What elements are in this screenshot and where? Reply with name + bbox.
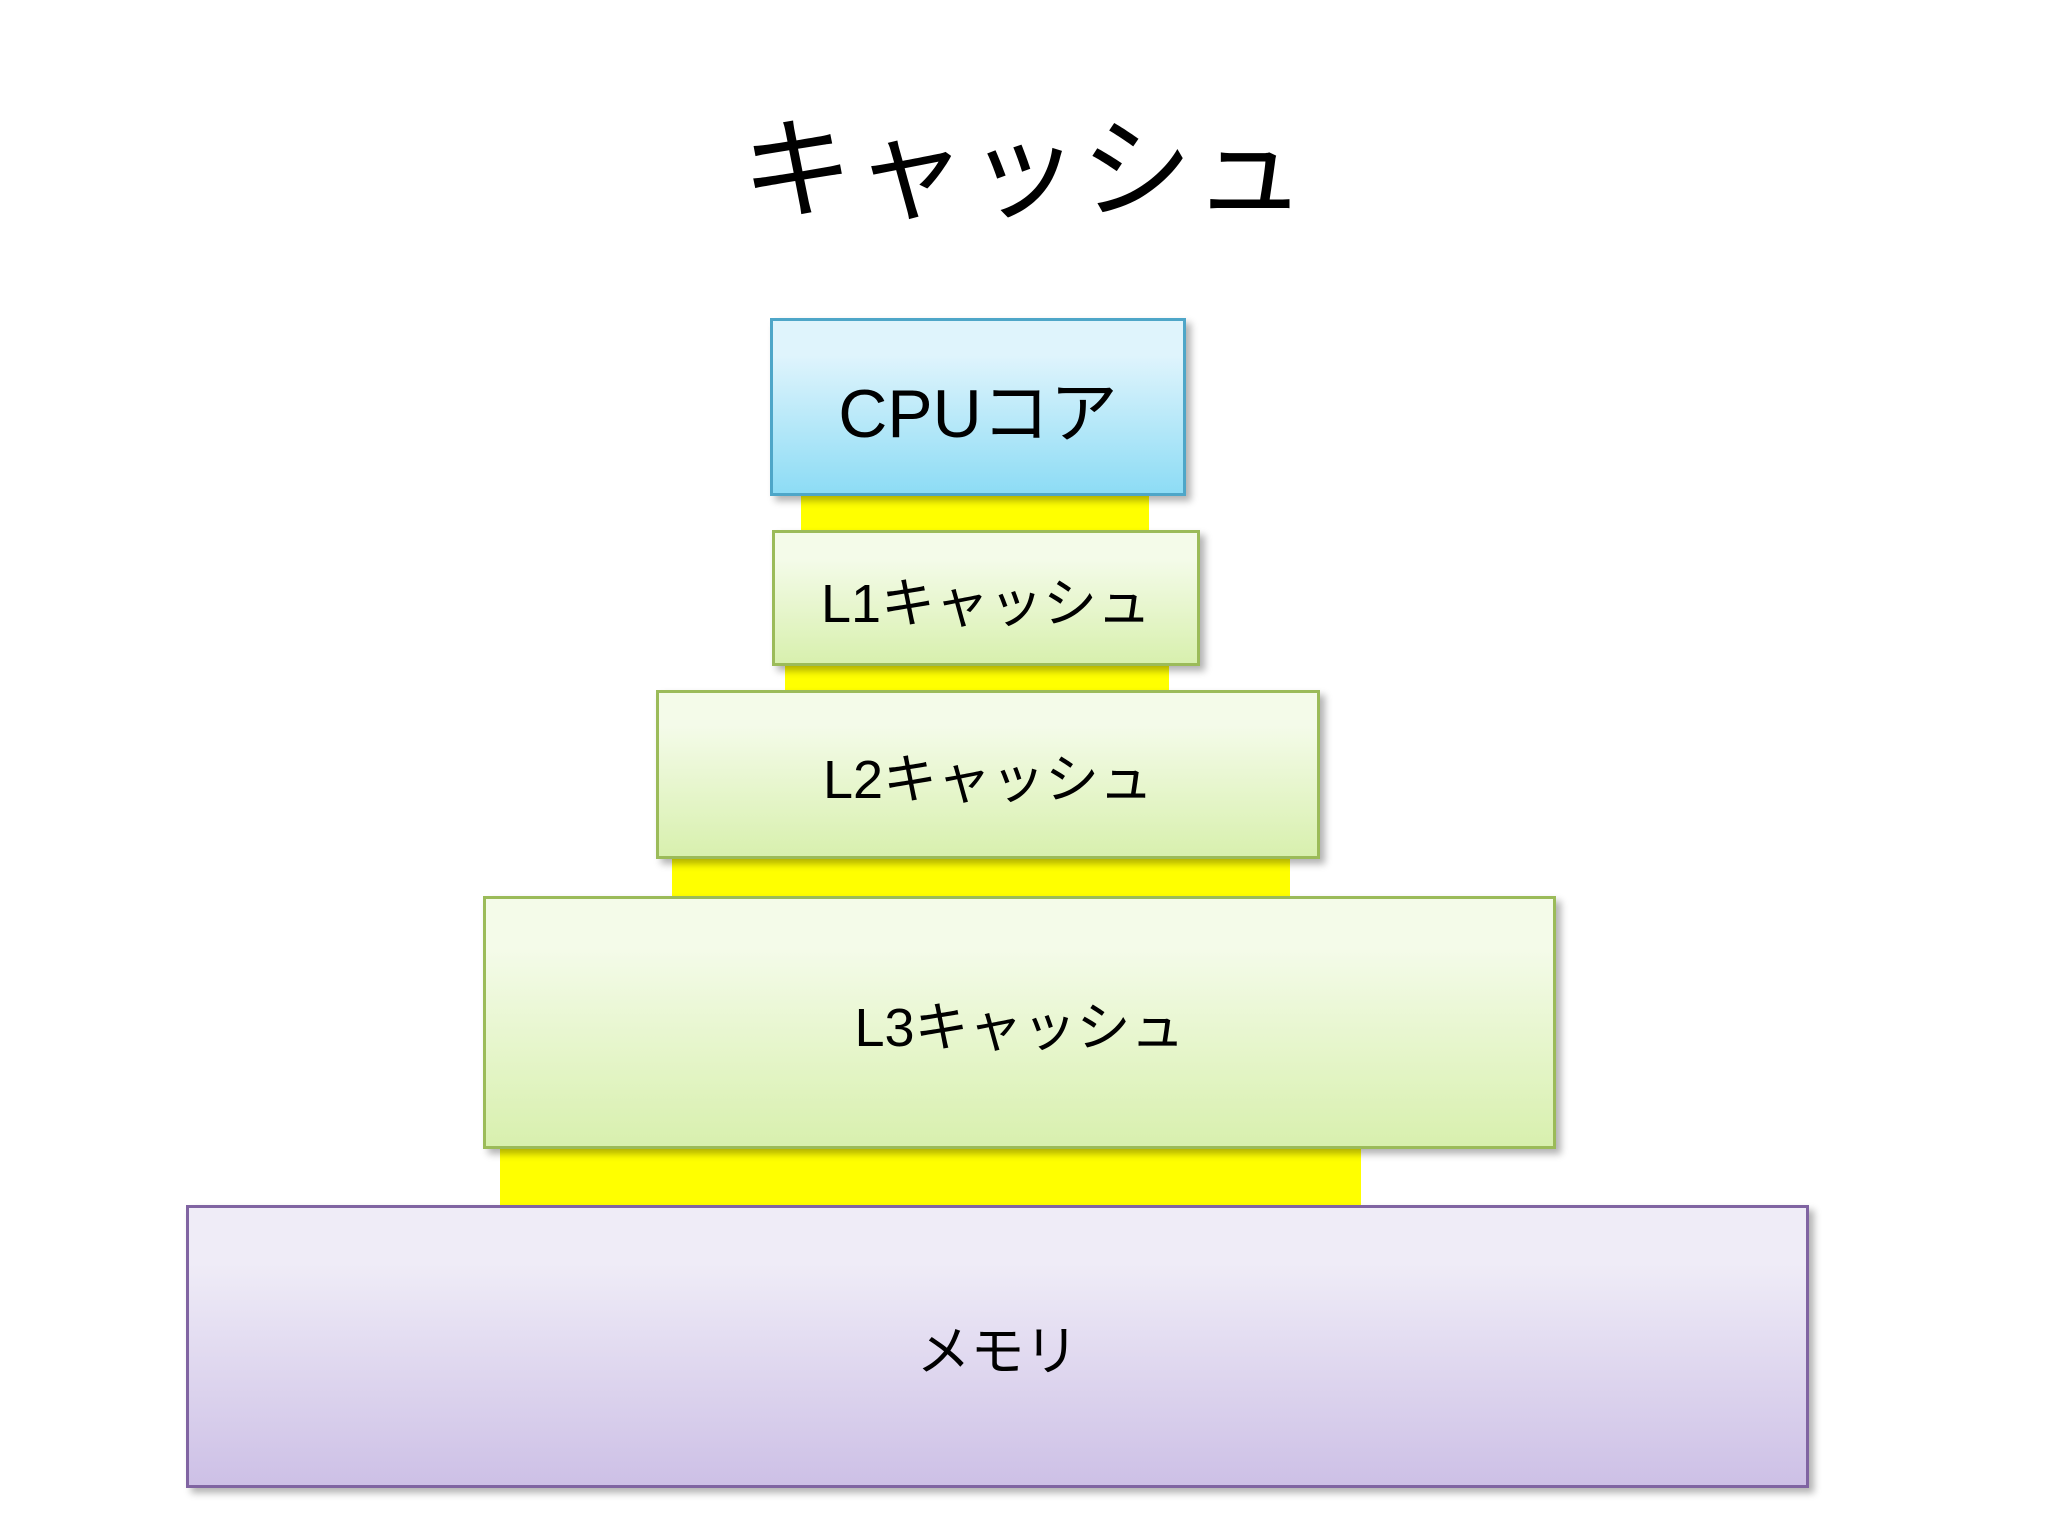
level-label-memory: メモリ [916,1322,1079,1382]
level-box-memory[interactable]: メモリ [186,1205,1809,1488]
page-title: キャッシュ [741,108,1307,233]
level-label-cpu-core: CPUコア [838,375,1118,452]
level-label-l1-cache: L1キャッシュ [820,573,1152,634]
level-box-l2-cache[interactable]: L2キャッシュ [656,690,1320,859]
level-label-l2-cache: L2キャッシュ [822,750,1154,810]
level-box-cpu-core[interactable]: CPUコア [770,318,1186,496]
level-label-l3-cache: L3キャッシュ [854,998,1185,1058]
level-box-l3-cache[interactable]: L3キャッシュ [483,896,1556,1149]
level-box-l1-cache[interactable]: L1キャッシュ [772,530,1200,666]
